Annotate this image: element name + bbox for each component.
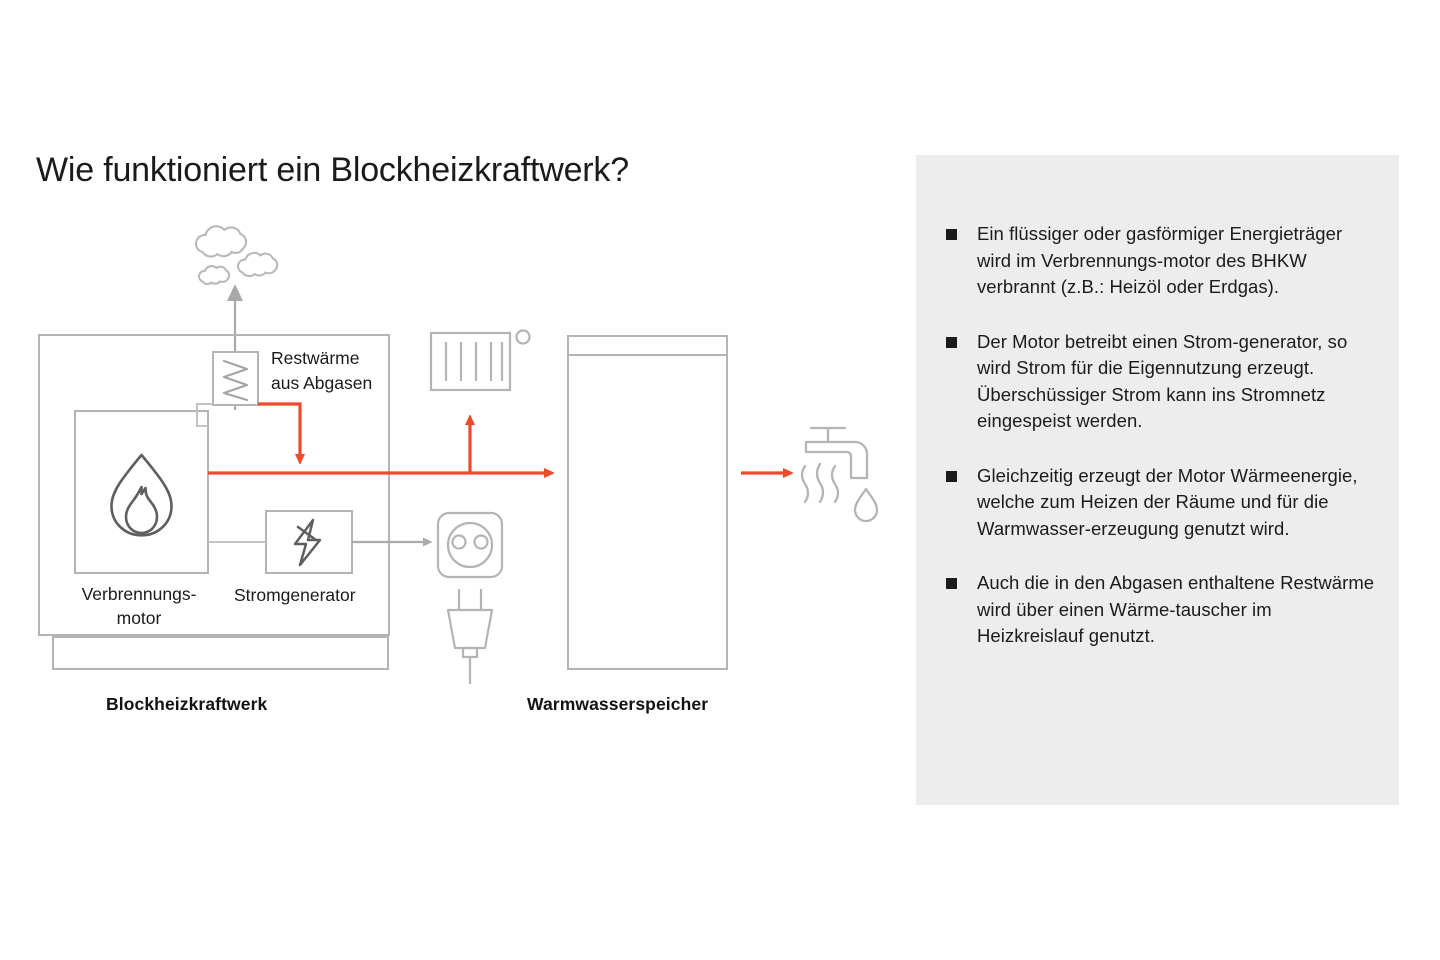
square-bullet-icon <box>946 229 957 240</box>
power-plug-icon <box>446 589 494 684</box>
heat-exchanger-icon <box>222 359 249 402</box>
power-socket-icon <box>436 511 504 579</box>
list-item: Gleichzeitig erzeugt der Motor Wärmeener… <box>946 463 1381 543</box>
label-combustion-engine-line2: motor <box>116 608 162 628</box>
bullet-text: Auch die in den Abgasen enthaltene Restw… <box>977 572 1375 646</box>
label-combustion-engine: Verbrennungs-motor <box>67 582 211 630</box>
water-faucet-icon <box>800 426 879 523</box>
bhkw-base-outline <box>52 636 389 670</box>
square-bullet-icon <box>946 470 957 482</box>
bullet-text: Ein flüssiger oder gasförmiger Energietr… <box>977 223 1343 297</box>
bhkw-housing-outline <box>38 334 390 636</box>
bullet-list: Ein flüssiger oder gasförmiger Energietr… <box>946 221 1381 650</box>
list-item: Ein flüssiger oder gasförmiger Energietr… <box>946 221 1381 301</box>
bullet-text: Der Motor betreibt einen Strom-generator… <box>977 330 1348 432</box>
square-bullet-icon <box>946 336 957 348</box>
square-bullet-icon <box>946 578 957 589</box>
label-residual-heat-line2: aus Abgasen <box>271 373 373 393</box>
list-item: Der Motor betreibt einen Strom-generator… <box>946 329 1381 435</box>
info-panel: Ein flüssiger oder gasförmiger Energietr… <box>916 155 1399 805</box>
label-power-generator: Stromgenerator <box>234 585 356 605</box>
hot-water-tank-icon <box>567 335 728 670</box>
exchanger-engine-connector <box>196 403 213 427</box>
bullet-text: Gleichzeitig erzeugt der Motor Wärmeener… <box>977 464 1358 539</box>
radiator-icon <box>429 329 531 392</box>
label-residual-heat-line1: Restwärme <box>271 348 360 368</box>
list-item: Auch die in den Abgasen enthaltene Restw… <box>946 570 1381 650</box>
label-combustion-engine-line1: Verbrennungs- <box>81 584 197 604</box>
label-residual-heat: Restwärme aus Abgasen <box>271 346 372 396</box>
generator-box <box>265 510 353 574</box>
page-title: Wie funktioniert ein Blockheizkraftwerk? <box>36 151 629 189</box>
smoke-clouds-icon <box>194 225 279 286</box>
flame-icon <box>110 453 173 537</box>
residual-heat-arrow <box>258 402 300 455</box>
lightning-bolt-icon <box>293 518 322 567</box>
caption-warmwasserspeicher: Warmwasserspeicher <box>527 694 709 714</box>
caption-blockheizkraftwerk: Blockheizkraftwerk <box>106 694 268 714</box>
